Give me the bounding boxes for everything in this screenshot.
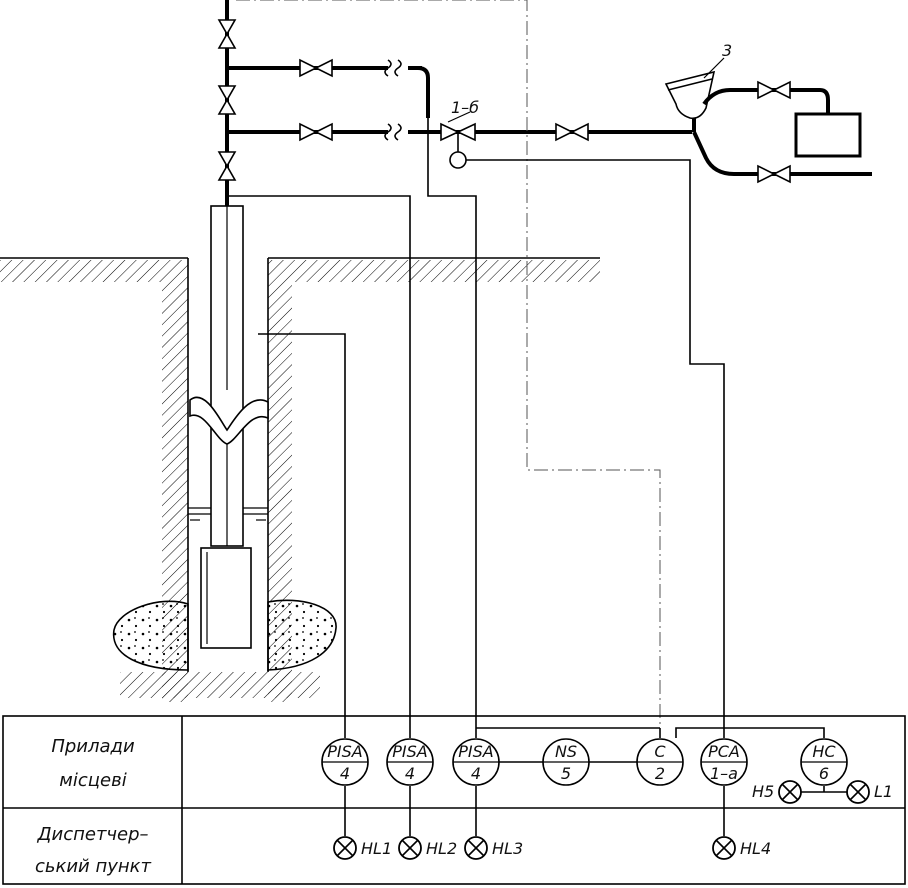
lamp-h5: H5	[752, 780, 802, 804]
instrument-ns-5: NS 5	[542, 738, 590, 786]
lamp-hl4: HL4	[712, 836, 771, 860]
signal-lines	[227, 0, 825, 738]
lamp-hl2: HL2	[398, 836, 457, 860]
valve-branch-lower	[299, 122, 333, 142]
filter-3: 3	[664, 41, 872, 184]
valve-main-line	[555, 122, 589, 142]
lamp-hl4-label: HL4	[740, 839, 771, 858]
pisa-3-code: PISA	[458, 742, 493, 761]
pisa-2-num: 4	[405, 764, 415, 783]
lamp-hl2-label: HL2	[426, 839, 457, 858]
lamp-hl1: HL1	[333, 836, 392, 860]
instrument-pisa-1: PISA 4	[321, 738, 369, 786]
valve-1b-label: 1–б	[451, 98, 479, 117]
storage-tank	[794, 112, 862, 158]
instrument-c-2: C 2	[636, 738, 684, 786]
row-local-line2: місцеві	[59, 770, 126, 791]
pca-code: PCA	[708, 742, 740, 761]
hc-num: 6	[819, 764, 829, 783]
pisa-1-num: 4	[340, 764, 350, 783]
instrument-pisa-2: PISA 4	[386, 738, 434, 786]
row-dispatch-line1: Диспетчер–	[36, 824, 148, 845]
valve-middle	[217, 85, 237, 115]
c-num: 2	[655, 764, 665, 783]
hc-code: HC	[812, 742, 836, 761]
valve-lower	[217, 151, 237, 181]
pisa-2-code: PISA	[392, 742, 427, 761]
ns-num: 5	[561, 764, 571, 783]
lamp-l1-label: L1	[874, 782, 893, 801]
valve-to-tank	[757, 80, 791, 100]
ns-code: NS	[555, 742, 577, 761]
pca-num: 1–а	[710, 764, 738, 783]
control-valve-1b: 1–б	[440, 98, 479, 169]
well-pipe	[189, 205, 269, 649]
lamp-hl3: HL3	[464, 836, 523, 860]
valve-branch-upper	[299, 58, 333, 78]
instrument-pca-1a: PCA 1–а	[700, 738, 748, 786]
c-code: C	[654, 742, 666, 761]
lamp-h5-label: H5	[752, 782, 774, 801]
instrument-hc-6: HC 6	[800, 738, 848, 786]
filter-3-label: 3	[722, 41, 732, 60]
valve-outlet	[757, 164, 791, 184]
lamp-hl3-label: HL3	[492, 839, 523, 858]
pisa-1-code: PISA	[327, 742, 362, 761]
lamp-l1: L1	[846, 780, 893, 804]
aquifer-gravel	[112, 599, 337, 671]
instrument-table: Прилади місцеві Диспетчер– ський пункт	[2, 715, 906, 885]
pisa-3-num: 4	[471, 764, 481, 783]
valve-top	[217, 19, 237, 49]
lamp-hl1-label: HL1	[361, 839, 392, 858]
wellhead-piping: 1–б	[217, 0, 692, 206]
row-local-line1: Прилади	[51, 736, 135, 757]
instrument-pisa-3: PISA 4	[452, 738, 500, 786]
row-dispatch-line2: ський пункт	[35, 856, 152, 877]
